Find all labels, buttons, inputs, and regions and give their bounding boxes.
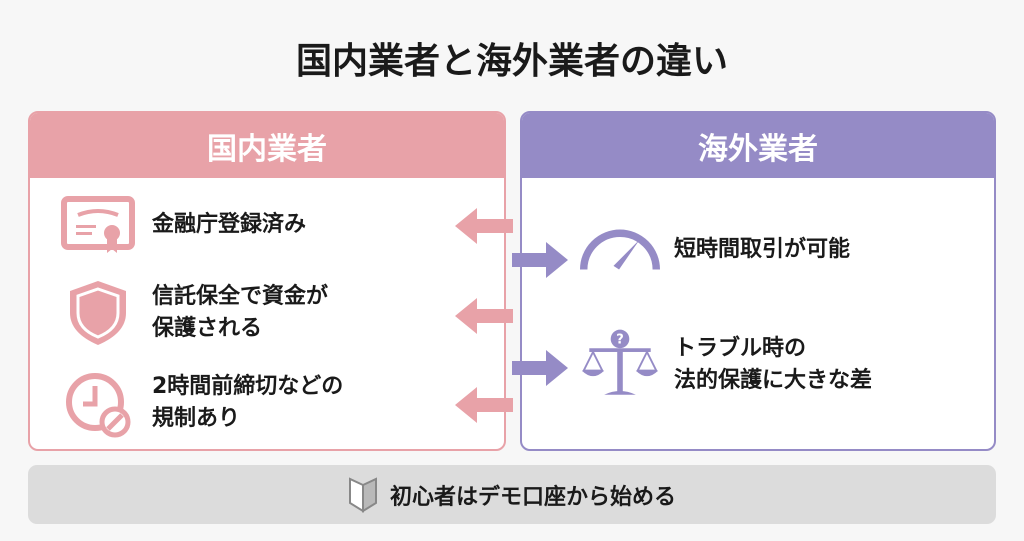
arrow-left-icon bbox=[455, 298, 513, 334]
domestic-panel: 国内業者 bbox=[28, 111, 506, 451]
certificate-icon bbox=[58, 190, 138, 260]
speedometer-icon bbox=[580, 215, 660, 285]
overseas-item-text: トラブル時の 法的保護に大きな差 bbox=[674, 336, 873, 393]
beginner-mark-icon bbox=[348, 476, 377, 513]
domestic-item: 信託保全で資金が 保護される bbox=[58, 278, 328, 348]
domestic-header: 国内業者 bbox=[30, 113, 504, 178]
domestic-item-text: 2時間前締切などの 規制あり bbox=[152, 374, 344, 431]
domestic-item: 金融庁登録済み bbox=[58, 190, 306, 260]
footer-tip: 初心者はデモ口座から始める bbox=[28, 465, 996, 524]
footer-text: 初心者はデモ口座から始める bbox=[389, 484, 676, 510]
overseas-panel: 海外業者 bbox=[520, 111, 996, 451]
page-title: 国内業者と海外業者の違い bbox=[295, 41, 728, 82]
overseas-item-text: 短時間取引が可能 bbox=[674, 237, 851, 262]
overseas-item: ? トラブル時の 法的保護に大きな差 bbox=[580, 329, 873, 400]
overseas-item: 短時間取引が可能 bbox=[580, 215, 850, 285]
scales-question-icon: ? bbox=[580, 329, 660, 400]
arrow-left-icon bbox=[455, 387, 513, 423]
arrow-left-icon bbox=[455, 208, 513, 244]
domestic-item-text: 信託保全で資金が 保護される bbox=[152, 284, 329, 341]
overseas-header: 海外業者 bbox=[522, 113, 994, 178]
shield-icon bbox=[58, 278, 138, 348]
domestic-item: 2時間前締切などの 規制あり bbox=[58, 368, 343, 438]
arrow-right-icon bbox=[512, 350, 568, 386]
arrow-right-icon bbox=[512, 242, 568, 278]
clock-restricted-icon bbox=[58, 368, 138, 438]
domestic-item-text: 金融庁登録済み bbox=[152, 212, 307, 237]
svg-text:?: ? bbox=[616, 333, 624, 348]
